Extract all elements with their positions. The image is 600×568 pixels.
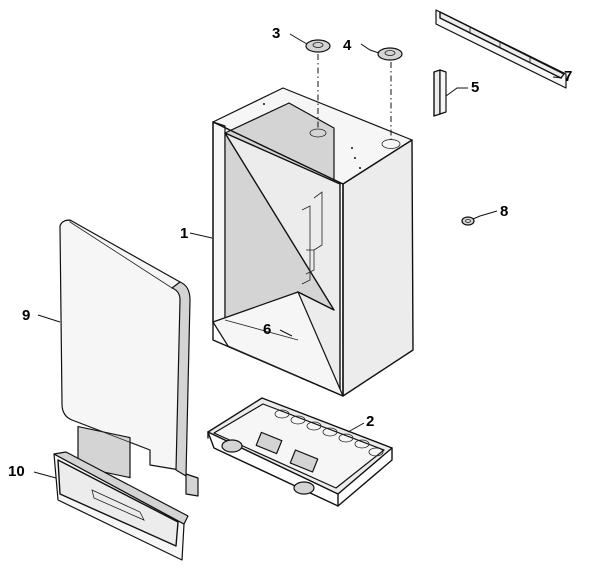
callout-3: 3 bbox=[272, 25, 280, 42]
tray-ports bbox=[274, 409, 384, 457]
callout-6: 6 bbox=[263, 321, 271, 338]
callout-8: 8 bbox=[500, 203, 508, 220]
part-5-bracket bbox=[433, 69, 447, 117]
part-4-grommet bbox=[377, 47, 403, 61]
part-10-lower-cover bbox=[53, 451, 189, 561]
callout-4: 4 bbox=[343, 37, 352, 54]
part-1-casing bbox=[212, 87, 414, 397]
callout-10: 10 bbox=[8, 463, 25, 480]
part-3-grommet bbox=[305, 39, 331, 53]
callout-9: 9 bbox=[22, 307, 30, 324]
part-2-base-tray bbox=[207, 397, 393, 507]
part-7-mounting-rail bbox=[435, 9, 567, 89]
callout-1: 1 bbox=[180, 225, 188, 242]
callout-7: 7 bbox=[564, 68, 572, 85]
part-8-small-grommet bbox=[461, 216, 475, 226]
part-9-front-cover bbox=[59, 219, 199, 497]
callout-2: 2 bbox=[366, 413, 374, 430]
leader-lines bbox=[33, 33, 563, 479]
callout-5: 5 bbox=[471, 79, 479, 96]
